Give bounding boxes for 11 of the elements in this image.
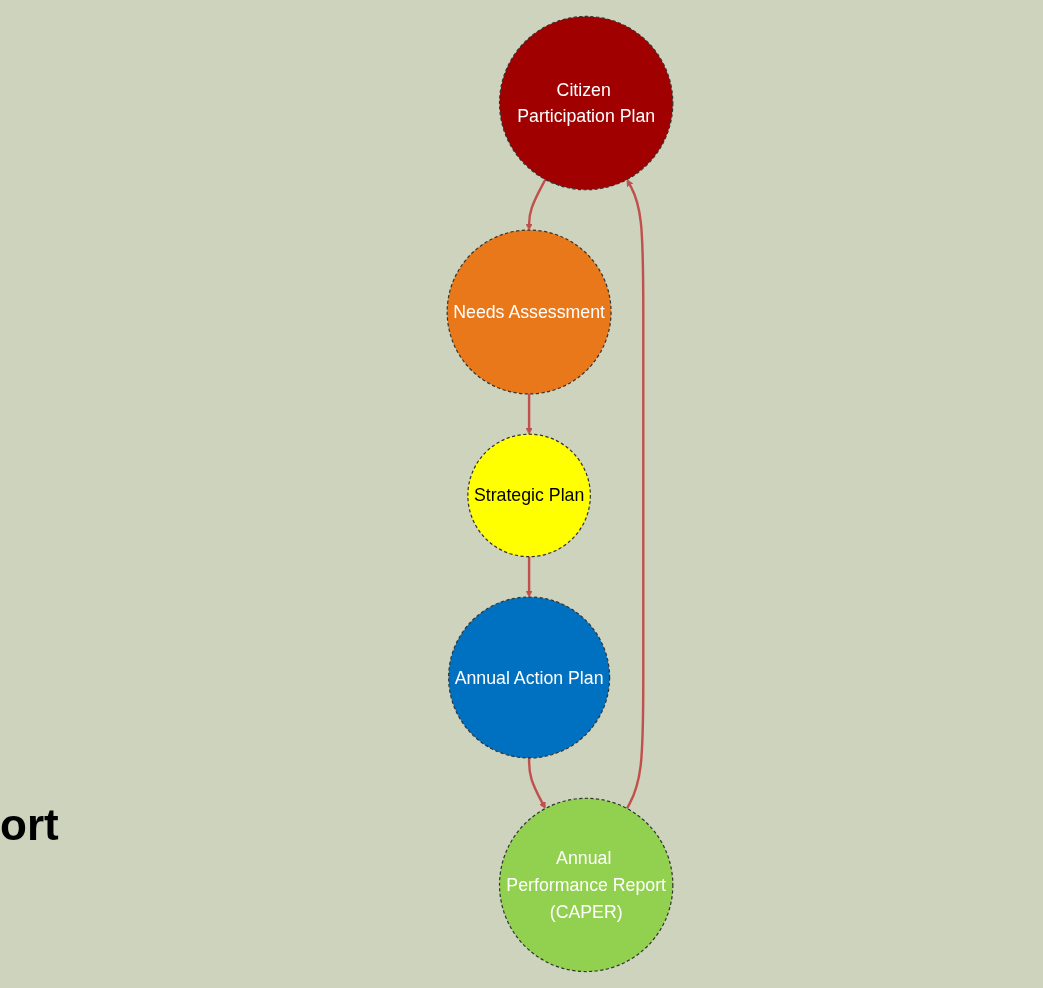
node-circle: Needs Assessment — [446, 229, 612, 395]
arrow — [525, 556, 533, 598]
arrow — [625, 179, 645, 810]
arrow — [525, 393, 533, 435]
node-circle: Strategic Plan — [467, 433, 591, 558]
partial-heading: ort — [0, 800, 59, 850]
node-circle: Annual Action Plan — [448, 596, 611, 759]
node-circle: Citizen Participation Plan — [498, 15, 674, 191]
arrow — [525, 178, 547, 231]
arrow — [527, 757, 546, 809]
node-circle: Annual Performance Report (CAPER) — [498, 797, 674, 973]
